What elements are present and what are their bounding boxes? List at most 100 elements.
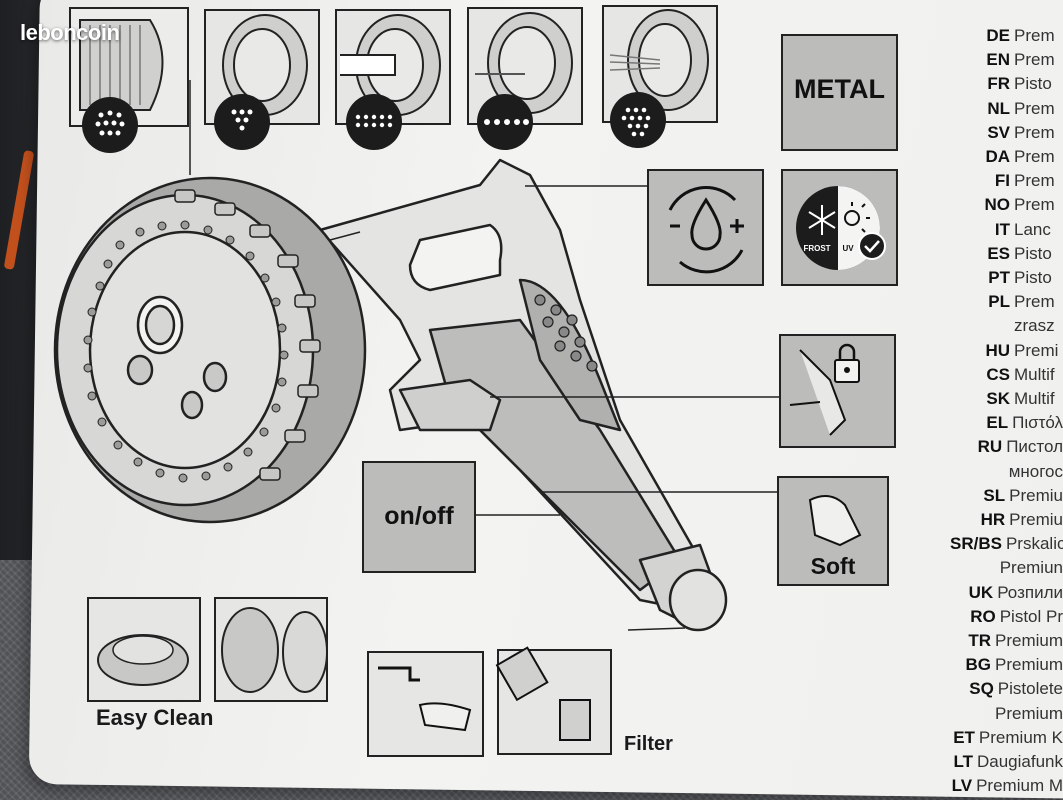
language-text: Multif: [1014, 389, 1055, 409]
spray-head: [53, 176, 367, 524]
language-text: Пистол: [1006, 437, 1063, 457]
language-text: Πιστόλ: [1012, 413, 1063, 433]
language-code: [950, 314, 1010, 338]
language-code: LV: [951, 776, 973, 796]
language-code: NO: [984, 195, 1011, 215]
language-code: EN: [986, 50, 1010, 70]
language-text: Prem: [1014, 122, 1055, 142]
sun-icon: [844, 202, 870, 233]
frost-label: FROST: [803, 244, 831, 253]
lock-icon: [834, 343, 860, 383]
trigger-diagram: [799, 349, 847, 436]
language-text: Premium M: [976, 776, 1063, 796]
language-text: Premiu: [1009, 510, 1063, 530]
language-code: ES: [987, 243, 1010, 263]
language-text: Premium: [994, 703, 1063, 723]
language-code: DA: [985, 147, 1010, 167]
language-code: CS: [986, 364, 1010, 384]
language-text: Розпили: [997, 582, 1063, 602]
spray-mode-3: [335, 9, 451, 125]
language-code: [950, 460, 1005, 484]
language-code: RU: [977, 437, 1003, 457]
watermark-logo: leboncoin: [20, 20, 120, 45]
lock-box: [779, 334, 896, 448]
water-drop-icon: [668, 186, 744, 274]
language-text: Premium K: [978, 727, 1063, 747]
language-text: Multif: [1014, 364, 1055, 384]
language-text: Prem: [1014, 147, 1055, 167]
filter-label: Filter: [624, 733, 673, 755]
callout-lines: [475, 185, 780, 631]
language-text: Pistolete: [997, 679, 1063, 699]
language-code: PL: [988, 292, 1010, 312]
language-text: Prskalic: [1005, 534, 1063, 554]
language-code: EL: [986, 413, 1009, 433]
snowflake-icon: [808, 205, 836, 235]
language-text: Pisto: [1014, 74, 1052, 94]
language-code: HU: [985, 340, 1010, 360]
language-text: Prem: [1014, 98, 1055, 118]
language-row: Premiun: [950, 556, 1063, 580]
language-code: SK: [986, 389, 1010, 409]
language-text: Pistol Pr: [999, 606, 1063, 626]
language-text: Premiu: [1009, 485, 1063, 505]
metal-box: [781, 34, 898, 151]
faucet-icon: [378, 666, 420, 682]
language-code: PT: [988, 268, 1010, 288]
onoff-label: on/off: [384, 502, 454, 530]
language-code: SL: [983, 485, 1006, 505]
language-text: Prem: [1014, 292, 1055, 312]
language-text: Prem: [1014, 195, 1055, 215]
language-code: SV: [987, 122, 1010, 142]
language-code: LT: [953, 752, 973, 772]
language-text: Premi: [1014, 340, 1059, 360]
language-text: Pisto: [1014, 243, 1052, 263]
language-text: Premiun: [999, 558, 1063, 578]
soft-label: Soft: [810, 553, 856, 579]
language-code: UK: [968, 582, 994, 602]
language-row: многос: [950, 460, 1063, 484]
language-code: NL: [987, 98, 1010, 118]
language-text: Prem: [1014, 50, 1055, 70]
spray-mode-4: [467, 7, 583, 125]
language-text: многос: [1008, 461, 1063, 481]
language-row: Premium: [950, 702, 1063, 726]
language-code: SR/BS: [950, 534, 1002, 554]
language-text: zrasz: [1014, 316, 1055, 336]
language-code: RO: [970, 606, 996, 626]
language-text: Prem: [1014, 171, 1055, 191]
language-code: HR: [980, 510, 1006, 530]
easy-clean-label: Easy Clean: [96, 705, 214, 730]
language-code: FR: [987, 74, 1010, 94]
metal-label: METAL: [794, 74, 885, 104]
hand-icon: [808, 495, 862, 547]
language-row: zrasz: [950, 314, 1063, 338]
language-code: FI: [994, 171, 1010, 191]
language-text: Premium: [994, 655, 1063, 675]
check-icon: [858, 232, 886, 260]
